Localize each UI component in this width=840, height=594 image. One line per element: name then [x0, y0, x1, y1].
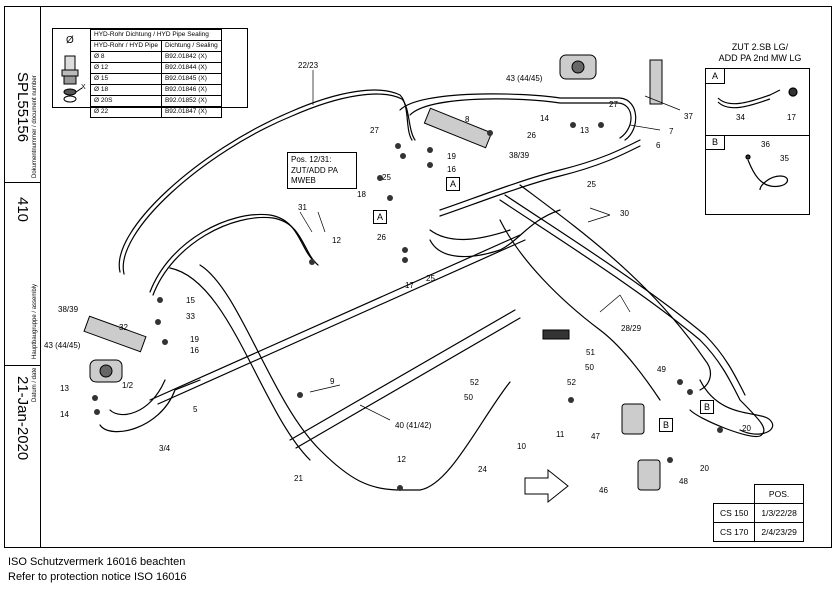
view-marker-a: A — [446, 177, 461, 191]
doc-number-cell: Dokumentnummer / document number SPL5515… — [4, 6, 41, 183]
pos-values: 2/4/23/29 — [754, 522, 804, 542]
callout: 40 (41/42) — [395, 421, 432, 430]
seal-part: B92.01847 (X) — [160, 106, 222, 118]
pos-values: 1/3/22/28 — [754, 503, 804, 523]
callout: 16 — [190, 346, 199, 355]
callout: 30 — [620, 209, 629, 218]
callout: 31 — [298, 203, 307, 212]
callout: 21 — [294, 474, 303, 483]
drawing-frame — [4, 6, 832, 548]
callout: 36 — [761, 140, 770, 149]
callout: 24 — [478, 465, 487, 474]
callout: 14 — [60, 410, 69, 419]
view-marker-b: B — [659, 418, 674, 432]
view-marker-b: B — [700, 400, 715, 414]
callout: 19 — [190, 335, 199, 344]
callout: 13 — [60, 384, 69, 393]
callout: 20 — [742, 424, 751, 433]
add-box-title-line2: ADD PA 2nd MW LG — [718, 53, 802, 63]
view-marker-a: A — [373, 210, 388, 224]
callout: 25 — [426, 274, 435, 283]
title-strip: Dokumentnummer / document number SPL5515… — [4, 6, 41, 548]
assembly-cell: Hauptbaugruppe / assembly 410 — [4, 183, 41, 366]
add-detail-box: A B — [705, 68, 810, 215]
callout: 17 — [405, 281, 414, 290]
footer-line2: Refer to protection notice ISO 16016 — [8, 571, 187, 583]
callout: 47 — [591, 432, 600, 441]
table-row: CS 150 1/3/22/28 — [712, 503, 804, 523]
direction-arrow-icon — [524, 468, 569, 504]
callout: 13 — [580, 126, 589, 135]
callout: 22/23 — [298, 61, 319, 70]
callout: 50 — [585, 363, 594, 372]
callout: 12 — [332, 236, 341, 245]
callout: 33 — [186, 312, 195, 321]
callout: 27 — [609, 100, 618, 109]
callout: 1/2 — [122, 381, 134, 390]
note-line2: ZUT/ADD PA — [291, 165, 338, 175]
callout: 10 — [517, 442, 526, 451]
pos-table: POS. CS 150 1/3/22/28 CS 170 2/4/23/29 — [712, 484, 804, 542]
pos-table-corner — [713, 484, 756, 504]
note-line3: MWEB — [291, 176, 316, 185]
callout: 50 — [464, 393, 473, 402]
callout: 48 — [679, 477, 688, 486]
callout: 9 — [330, 377, 335, 386]
callout: 18 — [357, 190, 366, 199]
callout: 35 — [780, 154, 789, 163]
callout: 26 — [377, 233, 386, 242]
seal-x-mark: X — [81, 84, 86, 91]
callout: 26 — [527, 131, 536, 140]
seal-table: HYD-Rohr Dichtung / HYD Pipe Sealing HYD… — [90, 29, 222, 118]
callout: 52 — [567, 378, 576, 387]
callout: 3/4 — [159, 444, 171, 453]
callout: 27 — [370, 126, 379, 135]
callout: 38/39 — [509, 151, 530, 160]
pipe-size: Ø 22 — [90, 106, 162, 118]
pos-table-header: POS. — [754, 484, 804, 504]
pos-model: CS 150 — [712, 503, 756, 523]
callout: 11 — [556, 430, 565, 439]
callout: 28/29 — [621, 324, 642, 333]
pos-model: CS 170 — [712, 522, 756, 542]
add-box-section-b: B — [706, 135, 725, 150]
callout: 7 — [669, 127, 674, 136]
callout: 43 (44/45) — [506, 74, 543, 83]
callout: 6 — [656, 141, 661, 150]
callout: 12 — [397, 455, 406, 464]
table-row: CS 170 2/4/23/29 — [712, 522, 804, 542]
callout: 19 — [447, 152, 456, 161]
callout: 15 — [186, 296, 195, 305]
callout: 25 — [382, 173, 391, 182]
callout: 43 (44/45) — [44, 341, 81, 350]
callout: 46 — [599, 486, 608, 495]
add-box-divider — [706, 135, 809, 136]
callout: 37 — [684, 112, 693, 121]
diameter-symbol: Ø — [66, 35, 74, 46]
callout: 25 — [587, 180, 596, 189]
callout: 51 — [586, 348, 595, 357]
callout: 49 — [657, 365, 666, 374]
callout: 52 — [470, 378, 479, 387]
callout: 20 — [700, 464, 709, 473]
add-box-title-line1: ZUT 2.SB LG/ — [731, 42, 789, 52]
footer-line1: ISO Schutzvermerk 16016 beachten — [8, 556, 186, 568]
add-box-section-a: A — [706, 69, 725, 84]
position-note: Pos. 12/31: ZUT/ADD PA MWEB — [287, 152, 357, 189]
callout: 38/39 — [58, 305, 79, 314]
callout: 14 — [540, 114, 549, 123]
callout: 34 — [736, 113, 745, 122]
callout: 16 — [447, 165, 456, 174]
callout: 32 — [119, 323, 128, 332]
add-box-title: ZUT 2.SB LG/ ADD PA 2nd MW LG — [710, 42, 810, 64]
note-line1: Pos. 12/31: — [291, 155, 332, 164]
callout: 5 — [193, 405, 198, 414]
callout: 17 — [787, 113, 796, 122]
callout: 8 — [465, 115, 470, 124]
